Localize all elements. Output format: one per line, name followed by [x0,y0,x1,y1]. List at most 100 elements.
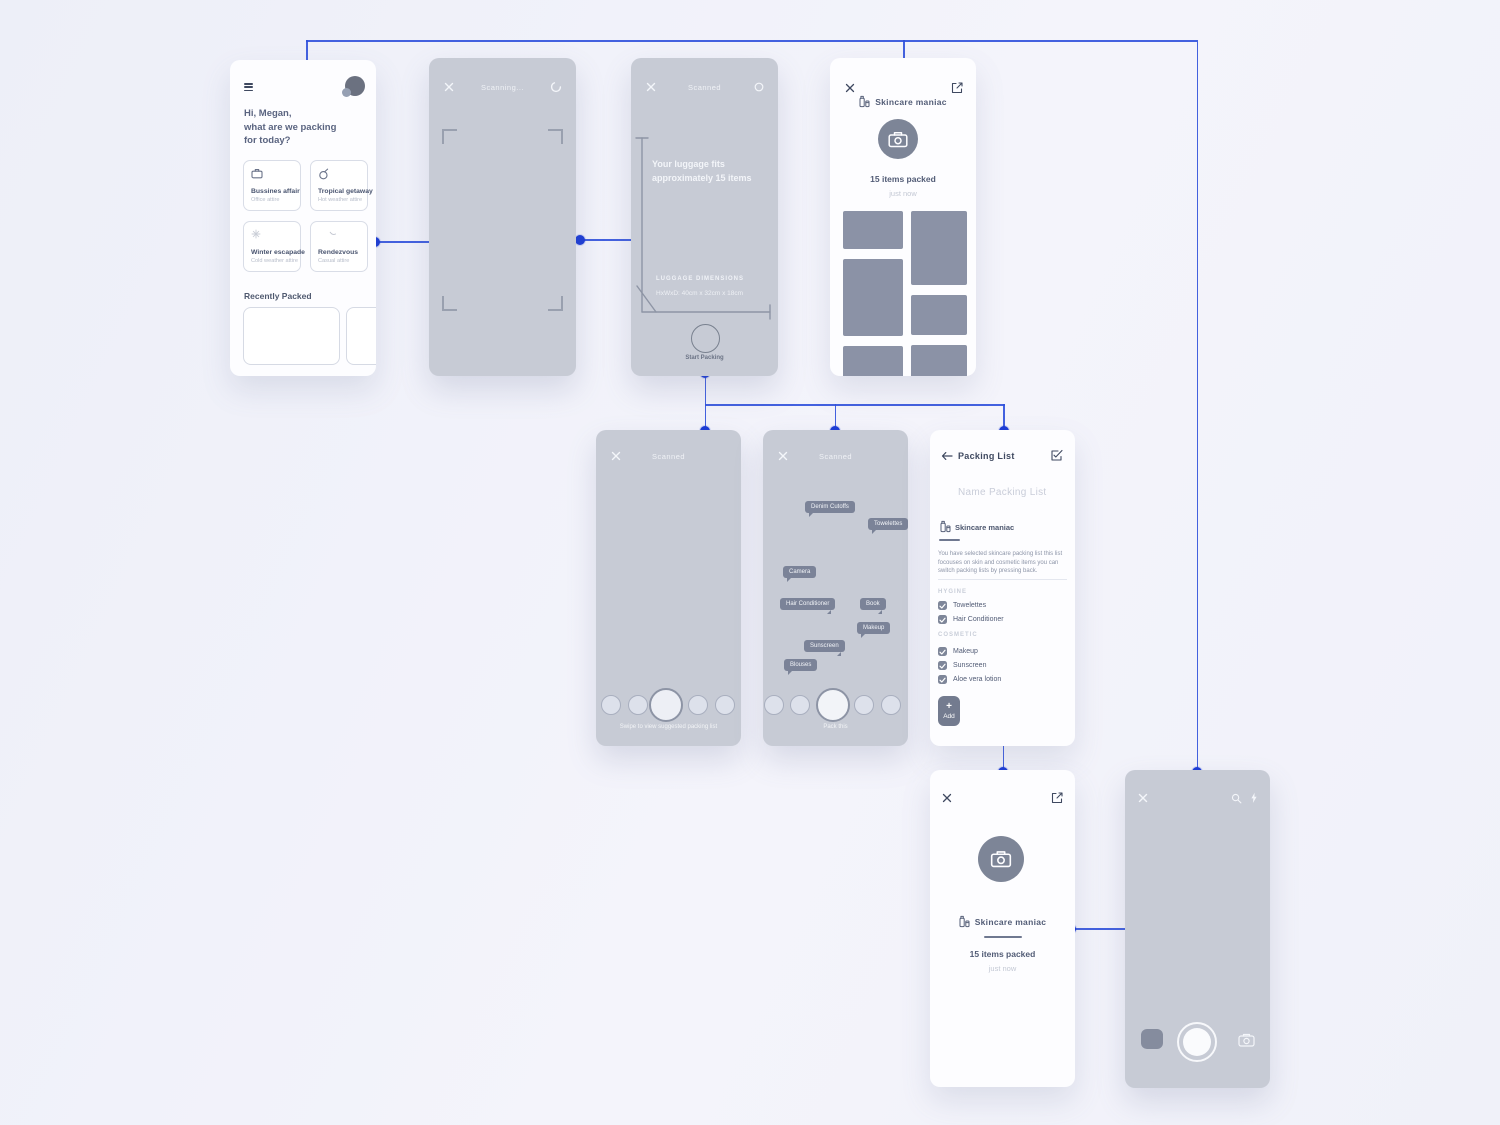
items-count: 15 items packed [870,174,936,184]
snowflake-icon [251,229,261,239]
flow-connector [903,40,905,68]
item-tag[interactable]: Camera [783,566,817,582]
skincare-products-icon [959,915,970,928]
hamburger-menu-icon[interactable] [244,83,253,93]
photo-placeholder[interactable] [843,346,903,376]
trip-card-tropical[interactable]: Tropical getaway Hot weather attire [310,160,373,211]
item-tag[interactable]: Towelettes [868,518,908,534]
trip-card-subtitle: Office attire [251,197,280,203]
shutter-button[interactable] [1177,1022,1217,1062]
plus-icon: + [946,701,952,712]
back-arrow-icon[interactable] [941,451,953,461]
add-item-button[interactable]: + Add [938,696,960,726]
capture-option[interactable] [628,695,648,715]
viewfinder-corner [548,296,563,311]
selected-list-name: Skincare maniac [955,523,1015,532]
capture-option[interactable] [601,695,621,715]
pack-this-hint: Pack this [823,724,848,730]
capture-option[interactable] [854,695,874,715]
scanned-empty-screen: Scanned Swipe to view suggested packing … [596,430,741,746]
close-icon[interactable] [778,451,788,461]
skincare-products-icon [940,520,951,533]
edit-icon[interactable] [951,82,963,94]
add-button-label: Add [943,713,955,720]
item-tag[interactable]: Blouses [784,659,818,675]
checkbox-check-icon [939,663,946,669]
flow-connector [306,40,1197,42]
close-icon[interactable] [1138,793,1148,803]
divider [938,579,1067,580]
section-label: HYGINE [938,589,968,595]
list-name-input[interactable]: Name Packing List [958,487,1047,498]
camera-button[interactable] [978,836,1024,882]
capture-option[interactable] [688,695,708,715]
gallery-thumbnail[interactable] [1141,1029,1163,1049]
camera-screen [1125,770,1270,1088]
checkbox-check-icon [939,649,946,655]
flow-connector [1071,928,1125,930]
capture-option[interactable] [764,695,784,715]
capture-option[interactable] [715,695,735,715]
close-icon[interactable] [646,82,656,92]
flow-connector [1002,746,1004,772]
trip-card-business[interactable]: Bussines affair Office attire [243,160,301,211]
viewfinder-corner [548,129,563,144]
close-icon[interactable] [444,82,454,92]
capture-option[interactable] [881,695,901,715]
checkbox[interactable] [938,615,947,624]
avatar[interactable] [342,76,365,97]
items-count: 15 items packed [969,949,1036,959]
trip-card-subtitle: Casual attire [318,258,350,264]
close-icon[interactable] [611,451,621,461]
scanned-tags-screen: Scanned Denim Cutoffs Towelettes Camera … [763,430,908,746]
dimensions-label: LUGGAGE DIMENSIONS [656,276,745,282]
recently-packed-card[interactable] [243,307,340,365]
trip-card-winter[interactable]: Winter escapade Cold weather attire [243,221,305,272]
checkbox-check-icon [939,603,946,609]
photo-placeholder[interactable] [911,211,967,285]
checkbox[interactable] [938,601,947,610]
item-tag[interactable]: Book [860,598,886,610]
item-tag[interactable]: Sunscreen [804,640,845,652]
packed-gallery-screen: Skincare maniac 15 items packed just now [830,58,976,376]
checkbox[interactable] [938,647,947,656]
flow-connector [834,404,836,430]
item-tag[interactable]: Denim Cutoffs [805,501,855,517]
luggage-message-line: approximately 15 items [652,172,752,183]
start-packing-button[interactable] [691,324,720,353]
checkbox-check-icon [939,617,946,623]
capture-option-selected[interactable] [649,688,683,722]
drink-icon [318,168,330,180]
circle-icon[interactable] [754,82,764,92]
checkbox-label: Aloe vera lotion [953,676,1002,683]
photo-placeholder[interactable] [843,259,903,336]
viewfinder-corner [442,296,457,311]
list-name: Skincare maniac [974,916,1047,927]
item-tag[interactable]: Makeup [857,622,891,638]
flow-connector [1003,404,1005,430]
camera-button[interactable] [878,119,918,159]
search-icon[interactable] [1231,793,1242,804]
flow-connector [375,241,430,243]
checkbox[interactable] [938,661,947,670]
photo-placeholder[interactable] [911,295,967,335]
close-icon[interactable] [942,793,952,803]
photo-placeholder[interactable] [843,211,903,249]
checkbox-check-icon [939,677,946,683]
dimensions-value: HxWxD: 40cm x 32cm x 18cm [656,290,744,297]
recently-packed-heading: Recently Packed [244,291,312,301]
checklist-edit-icon[interactable] [1050,449,1063,462]
item-tag[interactable]: Hair Conditioner [780,598,836,610]
trip-card-subtitle: Cold weather attire [251,258,298,264]
trip-card-title: Bussines affair [251,188,300,195]
capture-option-selected[interactable] [816,688,850,722]
flash-icon[interactable] [1250,792,1258,804]
capture-option[interactable] [790,695,810,715]
close-icon[interactable] [845,83,855,93]
photo-placeholder[interactable] [911,345,967,376]
recently-packed-card[interactable] [346,307,376,365]
checkbox[interactable] [938,675,947,684]
trip-card-rendezvous[interactable]: Rendezvous Casual attire [310,221,368,272]
camera-flip-icon[interactable] [1238,1033,1255,1047]
edit-icon[interactable] [1051,792,1063,804]
